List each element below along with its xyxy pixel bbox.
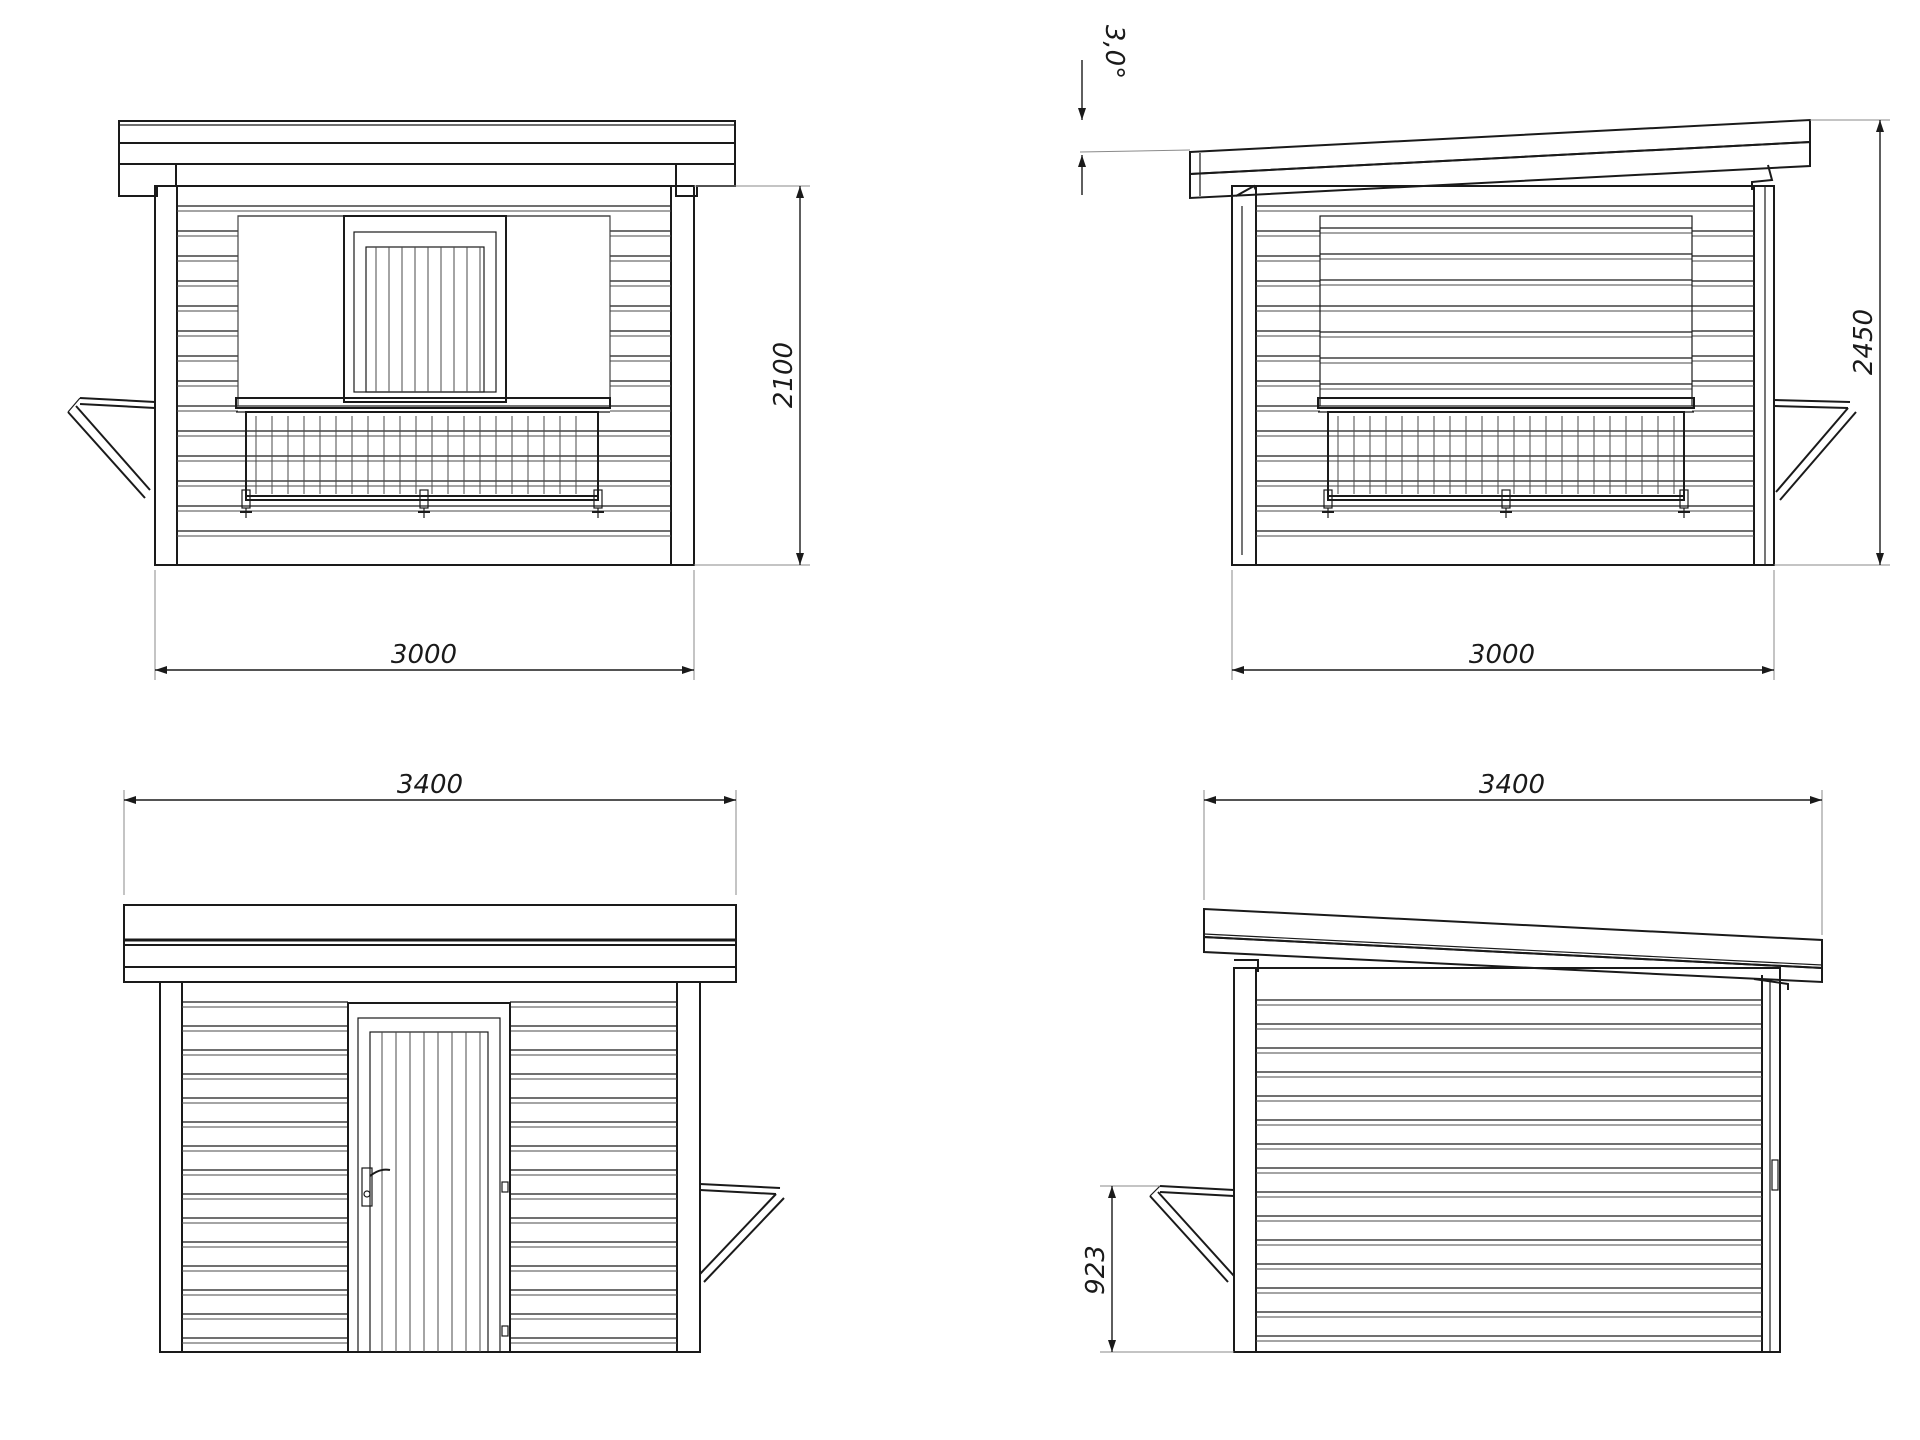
front-elevation: 3000 2100 bbox=[67, 120, 810, 680]
side-wall-siding bbox=[1256, 205, 1754, 537]
right-width-label: 3400 bbox=[1479, 770, 1545, 800]
side-width-label: 3000 bbox=[1469, 640, 1535, 670]
roof-angle-dimension: 3,0° bbox=[1078, 25, 1191, 195]
side-width-dimension: 3000 bbox=[1231, 570, 1775, 680]
side-height-dimension: 2450 bbox=[1774, 119, 1890, 566]
side-counter bbox=[1317, 397, 1695, 518]
front-wall-outline bbox=[154, 185, 695, 566]
back-roof bbox=[123, 904, 737, 983]
front-height-label: 2100 bbox=[769, 342, 799, 408]
side-wall-outline bbox=[1231, 185, 1775, 566]
back-width-dimension: 3400 bbox=[123, 770, 737, 895]
roof-angle-label: 3,0° bbox=[1099, 25, 1129, 79]
back-wall-siding bbox=[182, 1001, 677, 1344]
side-fold-shelf bbox=[1773, 399, 1857, 501]
counter-height-label: 923 bbox=[1081, 1245, 1111, 1295]
front-fold-shelf bbox=[67, 397, 156, 499]
door-handle bbox=[361, 1167, 391, 1207]
back-elevation: 3400 bbox=[123, 770, 785, 1353]
front-wall-siding bbox=[177, 205, 671, 537]
side-height-label: 2450 bbox=[1849, 309, 1879, 375]
front-service-window bbox=[237, 215, 611, 407]
back-entry-door bbox=[347, 1002, 511, 1353]
right-roof bbox=[1203, 907, 1823, 990]
right-wall-outline bbox=[1233, 967, 1781, 1353]
front-height-dimension: 2100 bbox=[694, 185, 810, 566]
side-elevation: 3,0° 3000 2450 bbox=[1078, 25, 1890, 680]
side-roof bbox=[1189, 118, 1811, 200]
front-roof bbox=[118, 120, 736, 197]
right-fold-shelf bbox=[1149, 1185, 1235, 1283]
back-wall-outline bbox=[159, 981, 701, 1353]
counter-height-dimension: 923 bbox=[1081, 1185, 1234, 1353]
front-counter bbox=[235, 397, 611, 518]
front-width-dimension: 3000 bbox=[154, 570, 695, 680]
front-width-label: 3000 bbox=[391, 640, 457, 670]
back-width-label: 3400 bbox=[397, 770, 463, 800]
front-hatch-door bbox=[343, 215, 507, 403]
right-wall-siding bbox=[1256, 999, 1762, 1342]
back-fold-shelf bbox=[699, 1183, 785, 1283]
right-elevation: 3400 923 bbox=[1081, 770, 1823, 1353]
side-service-window bbox=[1319, 215, 1693, 407]
right-width-dimension: 3400 bbox=[1203, 770, 1823, 935]
